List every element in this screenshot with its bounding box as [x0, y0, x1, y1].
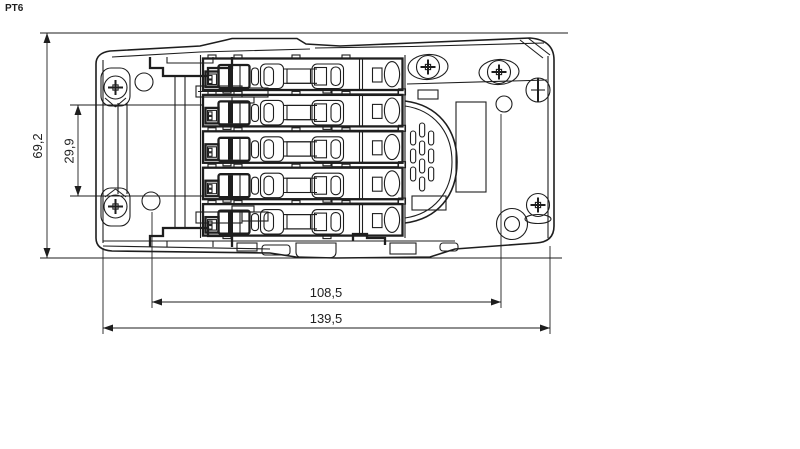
row-separators — [331, 88, 407, 205]
flange-screw-right — [478, 58, 520, 86]
phillips-screw-icon — [415, 54, 441, 80]
right-side-features — [404, 53, 552, 241]
latch-tab-top — [417, 89, 439, 100]
terminal-rows — [199, 53, 407, 240]
dim-label-overall-width: 139,5 — [310, 311, 343, 326]
dim-label-overall-height: 69,2 — [30, 133, 45, 158]
flange-screw-left — [407, 53, 449, 81]
marking-field — [455, 101, 487, 193]
dimension-inner-width: 108,5 — [151, 114, 502, 308]
page-title: PT6 — [5, 3, 24, 14]
bottom-right-screw — [524, 213, 552, 225]
dimension-overall-height: 69,2 — [30, 32, 568, 259]
circle-hole-icon — [495, 95, 513, 113]
bottom-right-boss — [495, 207, 529, 241]
phillips-screw-icon — [103, 194, 128, 219]
dim-label-inner-height: 29,9 — [62, 138, 77, 163]
terminal-row — [201, 126, 404, 167]
slotted-screw-icon — [525, 77, 551, 103]
bottom-edge-details — [236, 232, 459, 259]
dim-label-inner-width: 108,5 — [310, 285, 343, 300]
phillips-screw-icon — [486, 59, 512, 85]
dimension-overall-width: 139,5 — [102, 246, 551, 334]
housing-outline — [95, 37, 555, 259]
circle-hole-icon — [134, 72, 154, 92]
latch-tab-bottom — [411, 195, 447, 211]
finger-grip-icon — [409, 122, 435, 192]
terminal-row — [201, 163, 404, 204]
phillips-screw-icon — [103, 75, 128, 100]
screw-ear-top — [100, 67, 131, 108]
dimension-inner-height: 29,9 — [62, 104, 203, 197]
release-lever — [404, 100, 458, 224]
phillips-screw-icon — [525, 192, 551, 218]
left-mounting-features — [100, 57, 269, 247]
corner-hatch — [519, 37, 551, 59]
circle-hole-icon — [141, 191, 161, 211]
